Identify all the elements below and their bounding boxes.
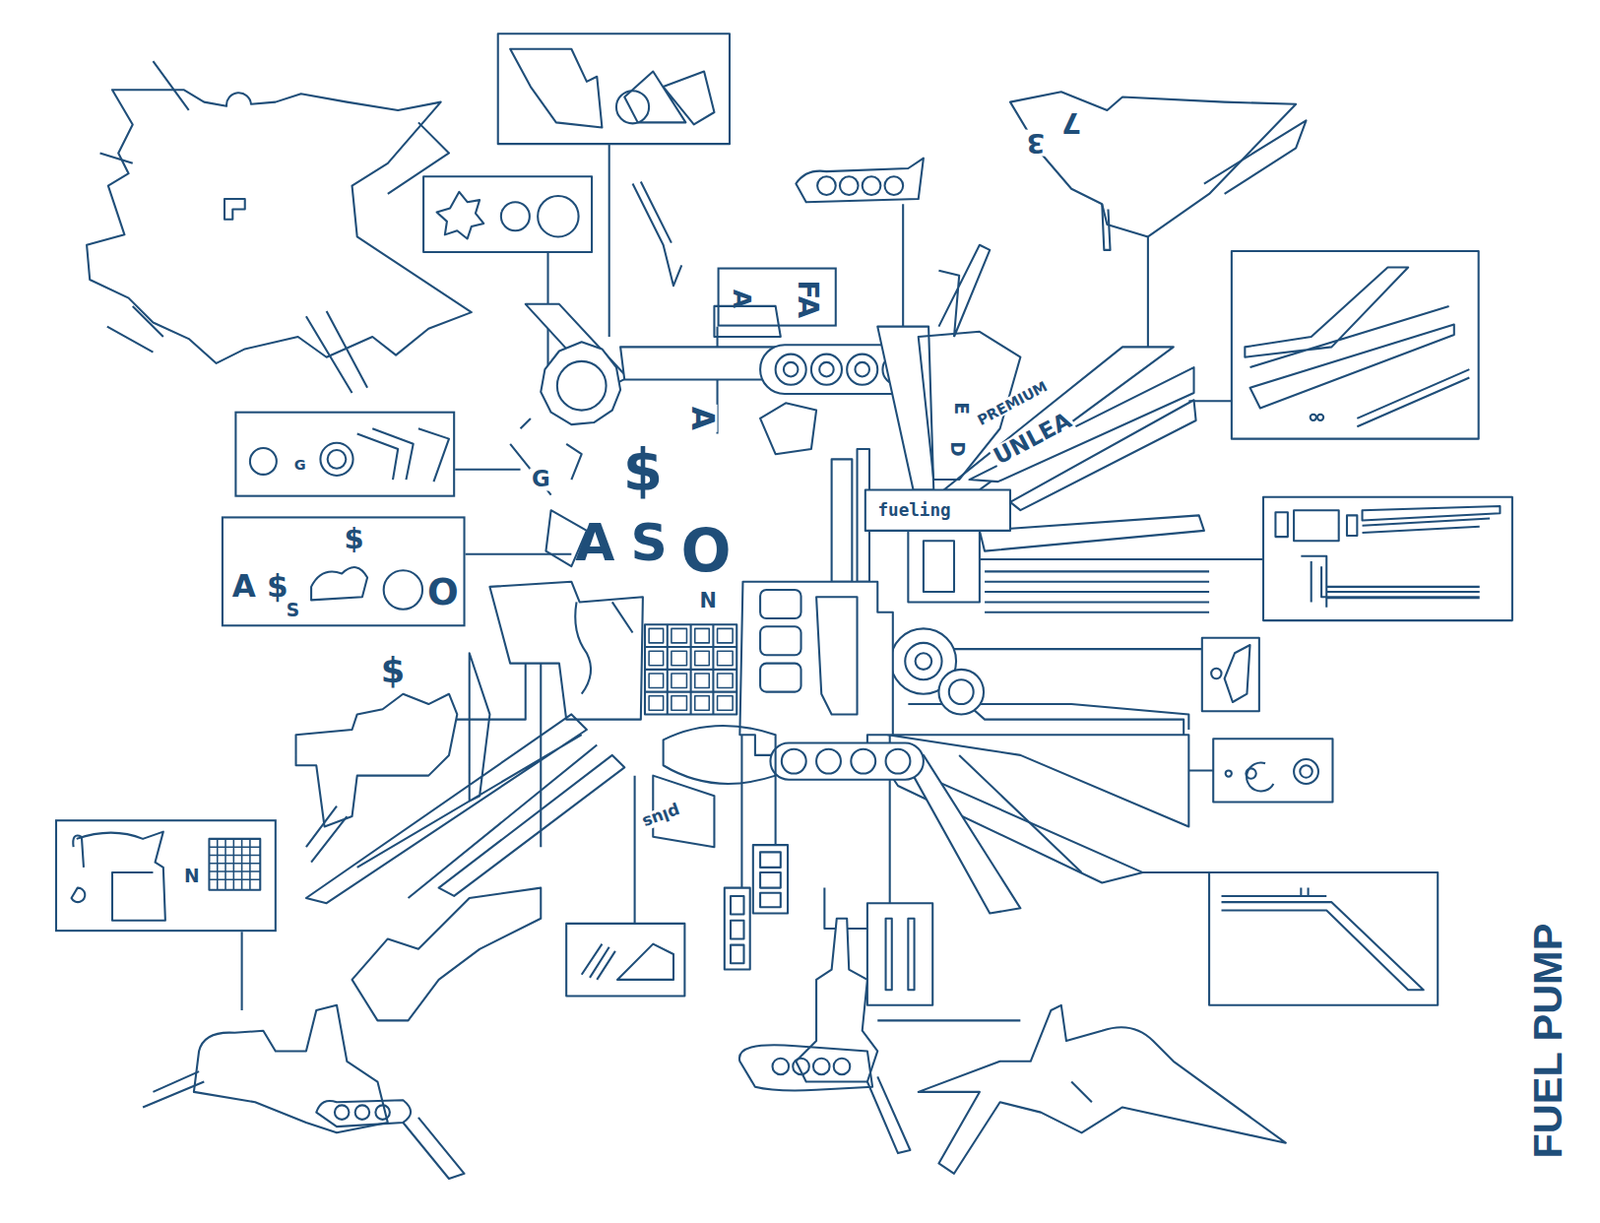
callout-box: FA A — [717, 267, 837, 327]
callout-letter: S — [284, 600, 303, 620]
part-lettering: G — [529, 468, 553, 492]
part-lettering: A — [573, 516, 617, 569]
part-lettering: $ — [379, 652, 408, 688]
callout-letter: A — [729, 287, 755, 311]
callout-box: N — [55, 819, 277, 932]
callout-letter: N — [182, 867, 202, 887]
callout-letter: $ — [264, 571, 291, 602]
callout-letter: G — [292, 456, 309, 472]
part-lettering: O — [679, 521, 734, 581]
part-lettering: D — [948, 439, 967, 459]
part-lettering: $ — [621, 443, 666, 501]
part-lettering: E — [952, 399, 971, 417]
part-lettering: plus — [638, 801, 684, 832]
callout-box: A$$SO — [221, 515, 466, 627]
part-lettering: S — [628, 516, 669, 569]
part-lettering: N — [697, 589, 719, 611]
callout-box: G — [234, 411, 455, 498]
diagram-title: FUEL PUMP — [1526, 921, 1567, 1161]
callout-letter: FA — [793, 277, 823, 320]
callout-letter: $ — [341, 524, 366, 554]
part-lettering: 7 — [1059, 108, 1084, 137]
part-lettering: fueling — [875, 501, 953, 519]
part-lettering: 3 — [1024, 129, 1047, 157]
part-lettering: A — [686, 404, 717, 433]
callout-letter: A — [230, 571, 258, 602]
callout-letter: O — [425, 573, 461, 610]
